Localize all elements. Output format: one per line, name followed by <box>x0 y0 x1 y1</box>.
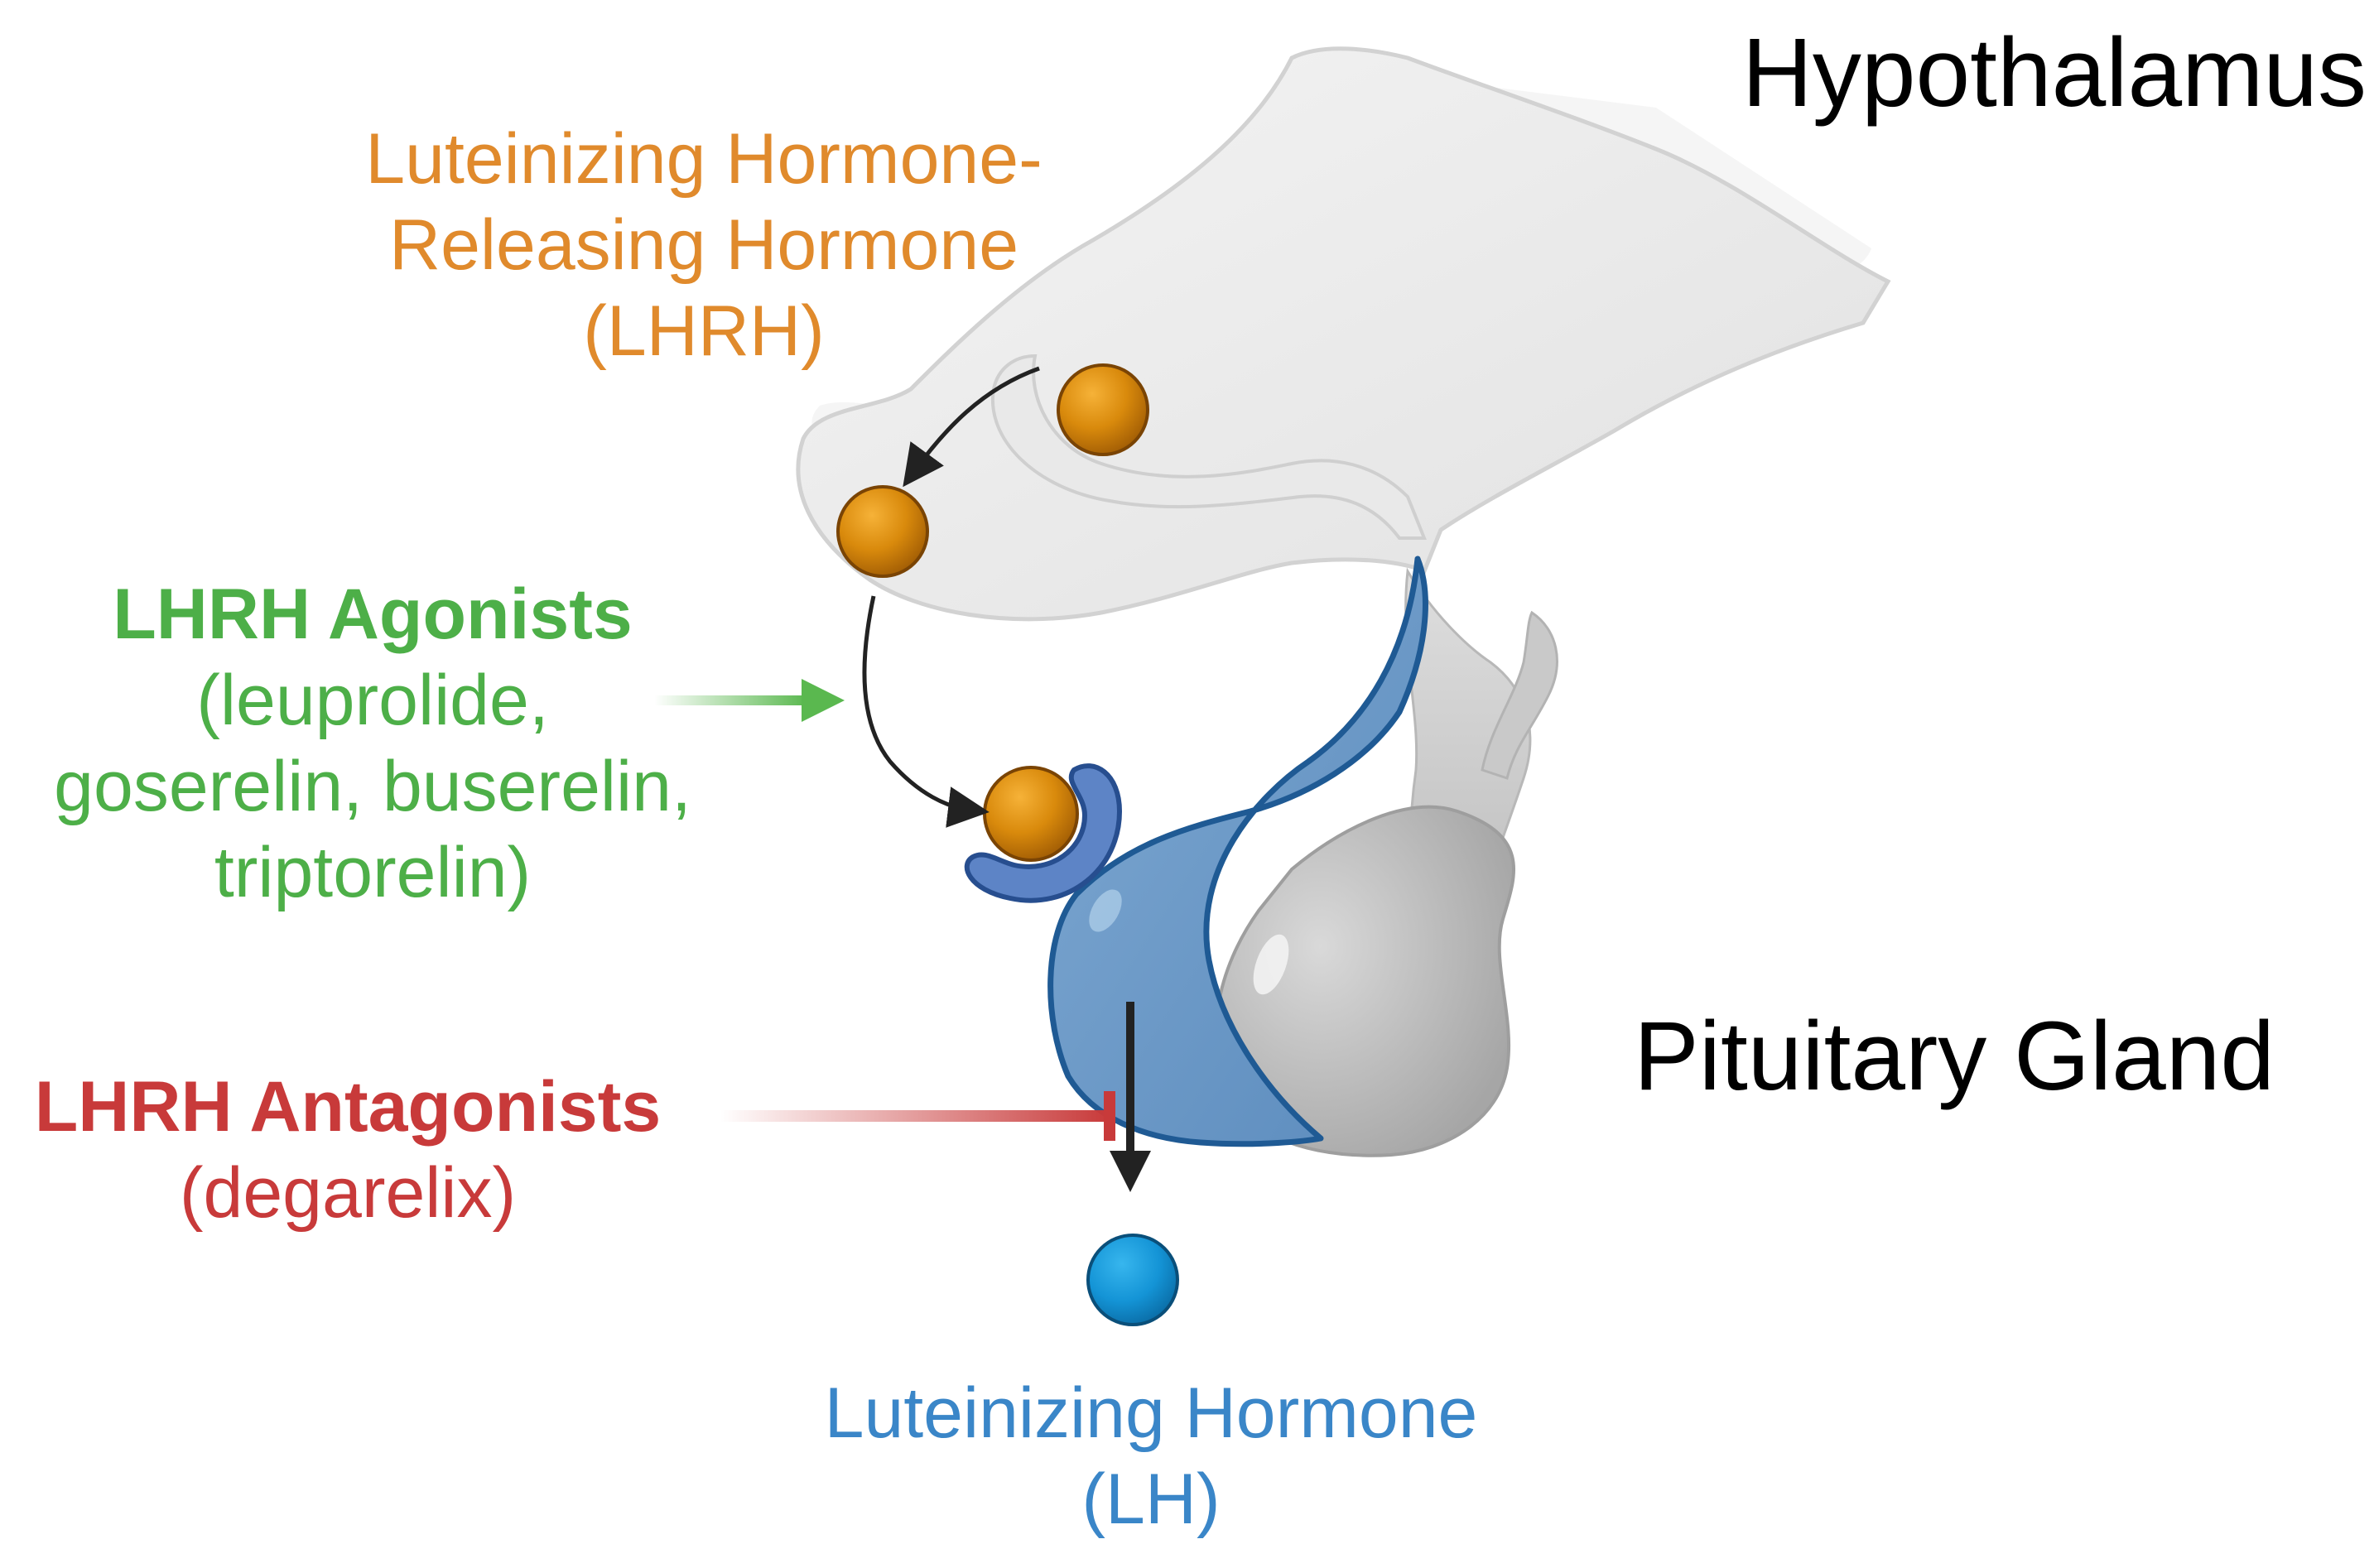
lhrh-molecule-bound <box>983 766 1079 862</box>
lhrh-label: Luteinizing Hormone- Releasing Hormone (… <box>273 116 1134 374</box>
hypothalamus-label: Hypothalamus <box>1741 18 2367 127</box>
antagonist-block-bar <box>1104 1091 1115 1141</box>
lhrh-label-line-1: Luteinizing Hormone- <box>365 119 1043 199</box>
lhrh-molecule-1 <box>1057 363 1149 456</box>
antagonist-arrow-shaft <box>720 1110 1110 1122</box>
agonists-line-3: triptorelin) <box>214 833 532 912</box>
antagonists-line-1: (degarelix) <box>179 1153 517 1233</box>
agonist-arrowhead <box>802 679 845 722</box>
lhrh-receptor <box>964 763 1122 903</box>
agonists-line-2: goserelin, buserelin, <box>54 747 691 826</box>
hypothalamus-fold <box>990 354 1427 540</box>
antagonists-title: LHRH Antagonists <box>34 1067 662 1147</box>
binding-arrow <box>862 595 990 828</box>
lh-label-line-1: Luteinizing Hormone <box>824 1373 1478 1453</box>
agonists-line-1: (leuprolide, <box>196 661 549 740</box>
lh-label-line-2: (LH) <box>1081 1460 1221 1539</box>
antagonists-label: LHRH Antagonists (degarelix) <box>17 1064 679 1236</box>
lhrh-label-line-3: (LHRH) <box>583 291 825 371</box>
release-arrow <box>903 366 1040 488</box>
anterior-pituitary <box>1047 556 1428 1147</box>
posterior-highlight <box>1253 934 1289 995</box>
agonists-label: LHRH Agonists (leuprolide, goserelin, bu… <box>33 571 712 916</box>
lhrh-label-line-2: Releasing Hormone <box>388 205 1019 285</box>
agonist-arrow-shaft <box>654 695 807 705</box>
agonists-title: LHRH Agonists <box>113 575 633 654</box>
pituitary-gland-label: Pituitary Gland <box>1634 1002 2275 1111</box>
stalk-ridge <box>1481 610 1558 780</box>
lh-label: Luteinizing Hormone (LH) <box>745 1370 1557 1542</box>
lh-release-arrowhead <box>1110 1151 1151 1192</box>
lh-molecule <box>1086 1234 1179 1326</box>
lhrh-molecule-2 <box>836 485 929 578</box>
anterior-highlight <box>1089 889 1122 932</box>
